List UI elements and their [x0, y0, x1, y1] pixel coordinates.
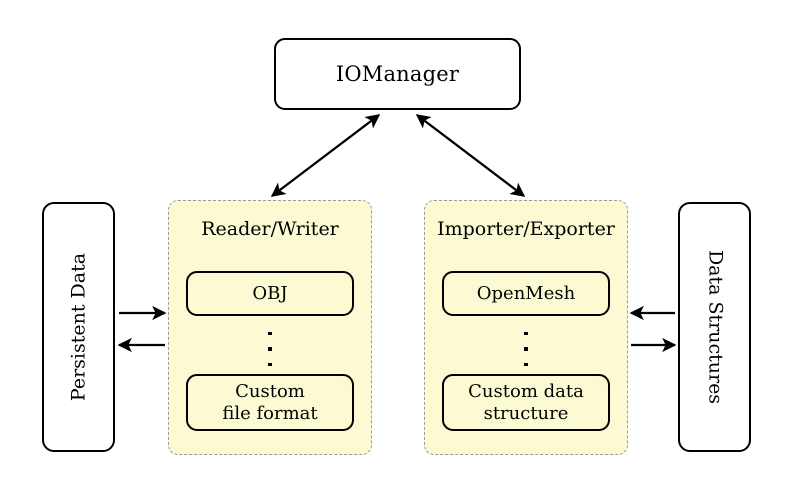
iomanager-label: IOManager — [335, 61, 460, 86]
data-structures-label: Data Structures — [704, 249, 726, 405]
node-openmesh[interactable]: OpenMesh — [442, 271, 610, 316]
vertical-ellipsis-icon — [425, 332, 627, 366]
panel-importer-exporter-title: Importer/Exporter — [437, 218, 615, 240]
node-iomanager[interactable]: IOManager — [274, 38, 521, 110]
custom-file-format-line2: file format — [222, 402, 318, 424]
panel-reader-writer[interactable]: Reader/Writer OBJ Custom file format — [168, 200, 372, 455]
openmesh-label: OpenMesh — [476, 282, 576, 304]
dot-icon — [268, 347, 272, 351]
panel-importer-exporter[interactable]: Importer/Exporter OpenMesh Custom data s… — [424, 200, 628, 455]
node-custom-data-structure[interactable]: Custom data structure — [442, 374, 610, 431]
node-custom-file-format[interactable]: Custom file format — [186, 374, 354, 431]
custom-file-format-label: Custom file format — [222, 381, 317, 423]
dot-icon — [268, 332, 272, 336]
persistent-data-label: Persistent Data — [67, 252, 89, 402]
custom-data-structure-label: Custom data structure — [468, 381, 584, 423]
arrow-manager-readerwriter — [270, 114, 381, 197]
arrow-manager-importerexporter — [415, 114, 526, 197]
custom-file-format-line1: Custom — [235, 381, 305, 403]
custom-data-structure-line2: structure — [483, 402, 569, 424]
custom-data-structure-line1: Custom data — [468, 381, 584, 403]
dot-icon — [524, 332, 528, 336]
dot-icon — [524, 347, 528, 351]
vertical-ellipsis-icon — [169, 332, 371, 366]
dot-icon — [268, 362, 272, 366]
node-data-structures[interactable]: Data Structures — [678, 202, 751, 452]
dot-icon — [524, 362, 528, 366]
node-persistent-data[interactable]: Persistent Data — [42, 202, 115, 452]
panel-reader-writer-title: Reader/Writer — [201, 218, 339, 240]
node-obj[interactable]: OBJ — [186, 271, 354, 316]
obj-label: OBJ — [252, 282, 288, 304]
